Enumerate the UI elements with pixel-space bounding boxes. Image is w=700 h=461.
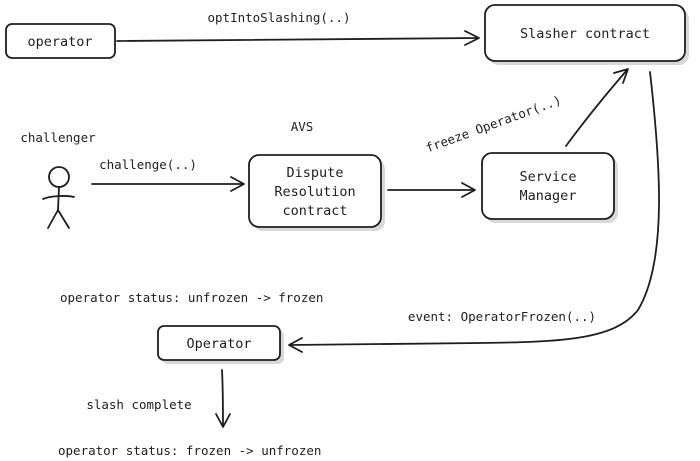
challenger-label: challenger <box>20 130 96 145</box>
operator-frozen-event-label: event: OperatorFrozen(..) <box>408 309 596 324</box>
service-label-line-1: Service <box>520 169 577 185</box>
operator-status-frozen: operator status: unfrozen -> frozen <box>60 290 323 305</box>
challenge-arrow <box>91 176 245 192</box>
dispute-to-service-arrow <box>387 182 476 198</box>
service-manager-box: Service Manager <box>481 152 618 223</box>
challenge-label: challenge(..) <box>99 157 197 172</box>
operator-frozen-event-arrow <box>288 71 660 353</box>
avs-label: AVS <box>291 119 314 134</box>
service-label-line-2: Manager <box>520 188 577 204</box>
slash-complete-label: slash complete <box>86 397 191 412</box>
operator-box-label: operator <box>27 34 92 50</box>
slasher-contract-box: Slasher contract <box>484 4 689 65</box>
slash-complete-arrow <box>215 369 231 428</box>
dispute-resolution-contract-box: Dispute Resolution contract <box>248 154 385 231</box>
dispute-label-line-3: contract <box>282 203 347 219</box>
dispute-label-line-2: Resolution <box>274 184 355 200</box>
slasher-contract-label: Slasher contract <box>520 26 650 42</box>
freeze-operator-label: freeze Operator(..) <box>424 92 564 155</box>
operator-bottom-box: Operator <box>157 325 284 364</box>
dispute-label-line-1: Dispute <box>287 165 344 181</box>
freeze-operator-arrow <box>565 68 629 147</box>
opt-in-label: optIntoSlashing(..) <box>208 10 351 25</box>
challenger-figure <box>42 166 75 229</box>
operator-status-unfrozen: operator status: frozen -> unfrozen <box>58 443 321 458</box>
operator-box: operator <box>5 23 116 59</box>
opt-in-arrow <box>116 30 480 46</box>
operator-bottom-label: Operator <box>186 336 251 352</box>
